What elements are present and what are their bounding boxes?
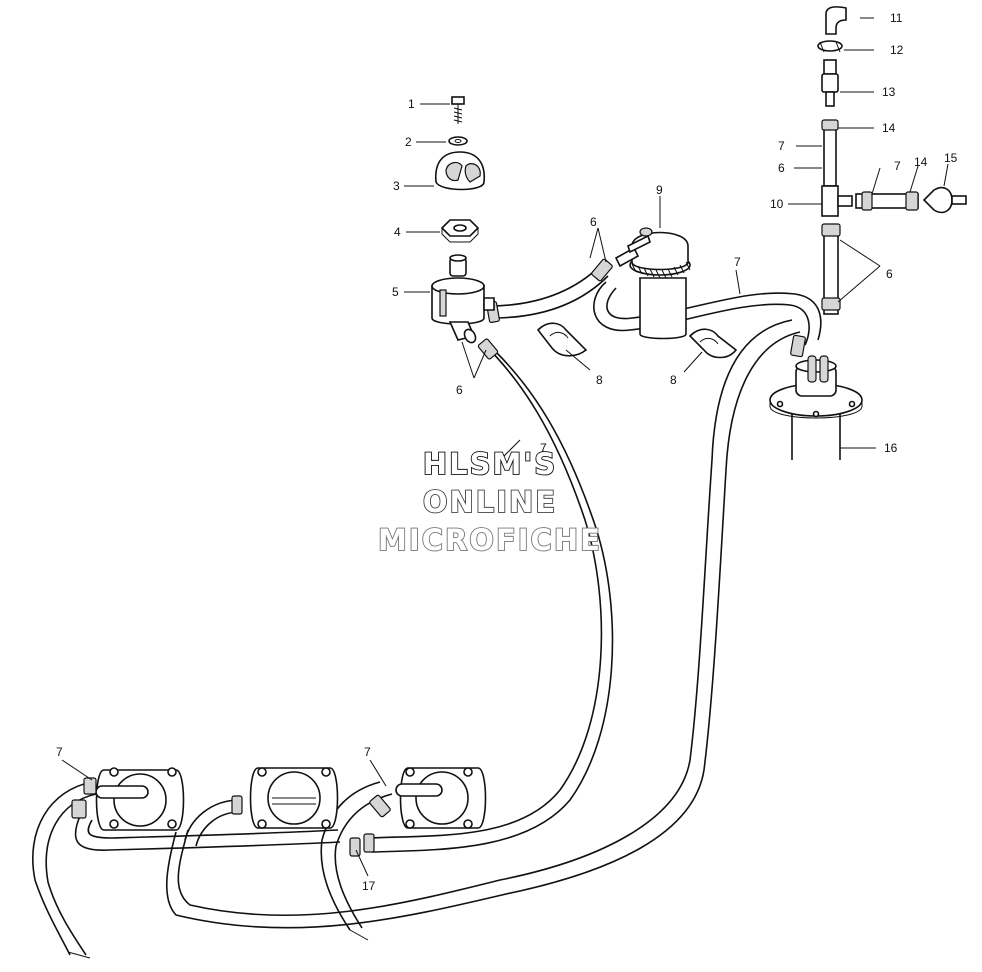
vent-line-lower: [821, 223, 841, 315]
filter-part-5: [431, 254, 495, 344]
callout-15: 15: [944, 151, 958, 165]
callouts: 1 2 3 4 5 6 6 6 7 7 7 7 7 7 8 8 9 10 11 …: [56, 11, 958, 893]
callout-6-right: 6: [886, 267, 893, 281]
nut-part-4: [440, 219, 480, 243]
callout-14-side: 14: [914, 155, 928, 169]
callout-14-top: 14: [882, 121, 896, 135]
hose-filter-to-carbs: [369, 345, 603, 839]
callout-8-left: 8: [596, 373, 603, 387]
screw-part-1: [451, 96, 465, 124]
watermark: HLSM'S ONLINE MICROFICHE: [377, 446, 602, 558]
vent-filter-part-15: [922, 186, 967, 214]
tank-sender-part-16: [769, 355, 863, 460]
callout-6-left: 6: [456, 383, 463, 397]
callout-7-vent-upper: 7: [778, 139, 785, 153]
hose-carb-left-drain: [32, 781, 93, 956]
hose-sender-return: [177, 319, 793, 917]
callout-12: 12: [890, 43, 904, 57]
callout-7-carb-left: 7: [56, 745, 63, 759]
vent-line-upper: [821, 119, 839, 187]
fuel-pump-part-9: [614, 227, 691, 340]
hose-clip-part-8a: [536, 322, 588, 357]
callout-13: 13: [882, 85, 896, 99]
watermark-line-3: MICROFICHE: [378, 523, 602, 557]
vent-line-side-part-14: [855, 191, 919, 211]
callout-2: 2: [405, 135, 412, 149]
callout-17: 17: [362, 879, 376, 893]
callout-4: 4: [394, 225, 401, 239]
callout-7-vent-side: 7: [894, 159, 901, 173]
callout-1: 1: [408, 97, 415, 111]
hose-clip-part-8b: [688, 328, 738, 359]
clamps: [231, 258, 806, 857]
hose-filter-to-pump: [487, 265, 601, 307]
callout-7-long-hose: 7: [540, 441, 547, 455]
callout-10: 10: [770, 197, 784, 211]
callout-7-pump: 7: [734, 255, 741, 269]
cap-knob-part-3: [435, 151, 485, 191]
hose-pump-to-sender: [593, 281, 810, 346]
callout-11: 11: [890, 11, 903, 25]
vent-elbow-part-11: [825, 6, 847, 35]
callout-3: 3: [393, 179, 400, 193]
carburetor-left: [71, 767, 185, 831]
carburetor-right: [395, 767, 487, 829]
leader-lines: [61, 17, 949, 877]
washer-part-2: [448, 136, 468, 146]
callout-5: 5: [392, 285, 399, 299]
callout-7-carb-right: 7: [364, 745, 371, 759]
callout-16: 16: [884, 441, 898, 455]
tee-part-10: [821, 185, 853, 217]
callout-9: 9: [656, 183, 663, 197]
carburetor-middle: [249, 767, 339, 829]
callout-6-vent: 6: [778, 161, 785, 175]
check-valve-part-13: [821, 59, 839, 107]
callout-8-right: 8: [670, 373, 677, 387]
watermark-line-1: HLSM'S: [423, 447, 557, 481]
callout-6-top: 6: [590, 215, 597, 229]
vent-clamp-part-12: [817, 40, 843, 53]
watermark-line-2: ONLINE: [423, 485, 557, 519]
hoses: [32, 265, 822, 959]
